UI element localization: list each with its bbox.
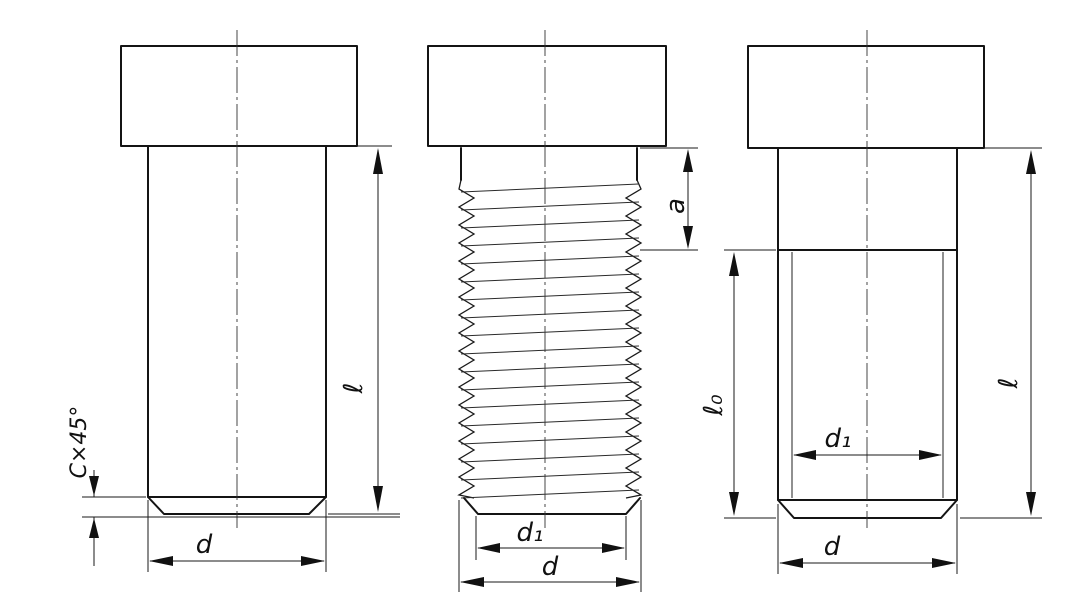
diameter-dimension: d [147, 500, 327, 572]
thread-crest-line [460, 363, 640, 373]
thread-crest-line [460, 183, 640, 193]
runout-dimension: a [640, 147, 698, 251]
thread-crest-line [460, 435, 640, 445]
minor-diameter-label: d₁ [517, 518, 544, 548]
chamfer-dimension: C×45° [67, 406, 400, 566]
runout-label: a [661, 198, 691, 214]
bolt-head [427, 45, 667, 147]
turned-length-dimension: ℓ₀ [699, 249, 776, 519]
thread-crest-line [460, 255, 640, 265]
chamfer-label: C×45° [67, 406, 92, 479]
figure-plain-bolt: ℓ C×45° d [67, 30, 400, 572]
thread-crest-line [460, 399, 640, 409]
length-dimension: ℓ [960, 147, 1042, 519]
bolt-shank [777, 147, 958, 519]
thread-crest-line [460, 219, 640, 229]
thread-crest-line [460, 471, 640, 481]
thread-crest-line [460, 201, 640, 211]
thread-crest-line [460, 327, 640, 337]
diameter-dimension: d [777, 504, 958, 574]
thread-crest-line [460, 489, 640, 499]
length-label: ℓ [339, 383, 369, 395]
bolt-head [120, 45, 358, 147]
thread-crest-line [460, 453, 640, 463]
thread-profile-right [624, 179, 643, 499]
minor-diameter-dimension: d₁ [475, 516, 627, 560]
diameter-label: d [196, 530, 213, 560]
turned-length-label: ℓ₀ [699, 394, 729, 417]
minor-diameter-label: d₁ [825, 424, 852, 454]
thread-crest-line [460, 291, 640, 301]
bolt-tip [463, 497, 641, 515]
thread-runout [460, 147, 638, 181]
thread-profile-left [457, 179, 476, 499]
bolt-head [747, 45, 985, 149]
length-dimension: ℓ [328, 145, 400, 515]
thread-crest-line [460, 381, 640, 391]
figure-partially-turned-bolt: ℓ₀ ℓ d₁ d [699, 30, 1042, 574]
bolt-shank [147, 145, 327, 515]
minor-diameter-dimension: d₁ [793, 424, 942, 460]
thread-crest-line [460, 273, 640, 283]
thread-crest-line [460, 237, 640, 247]
diameter-dimension: d [458, 500, 642, 592]
diameter-label: d [542, 552, 559, 582]
length-label: ℓ [994, 378, 1024, 390]
thread-crest-line [460, 345, 640, 355]
diameter-label: d [824, 532, 841, 562]
thread-hatching [460, 183, 640, 499]
thread-crest-line [460, 417, 640, 427]
thread-crest-line [460, 309, 640, 319]
figure-threaded-bolt: a d₁ d [427, 30, 698, 592]
